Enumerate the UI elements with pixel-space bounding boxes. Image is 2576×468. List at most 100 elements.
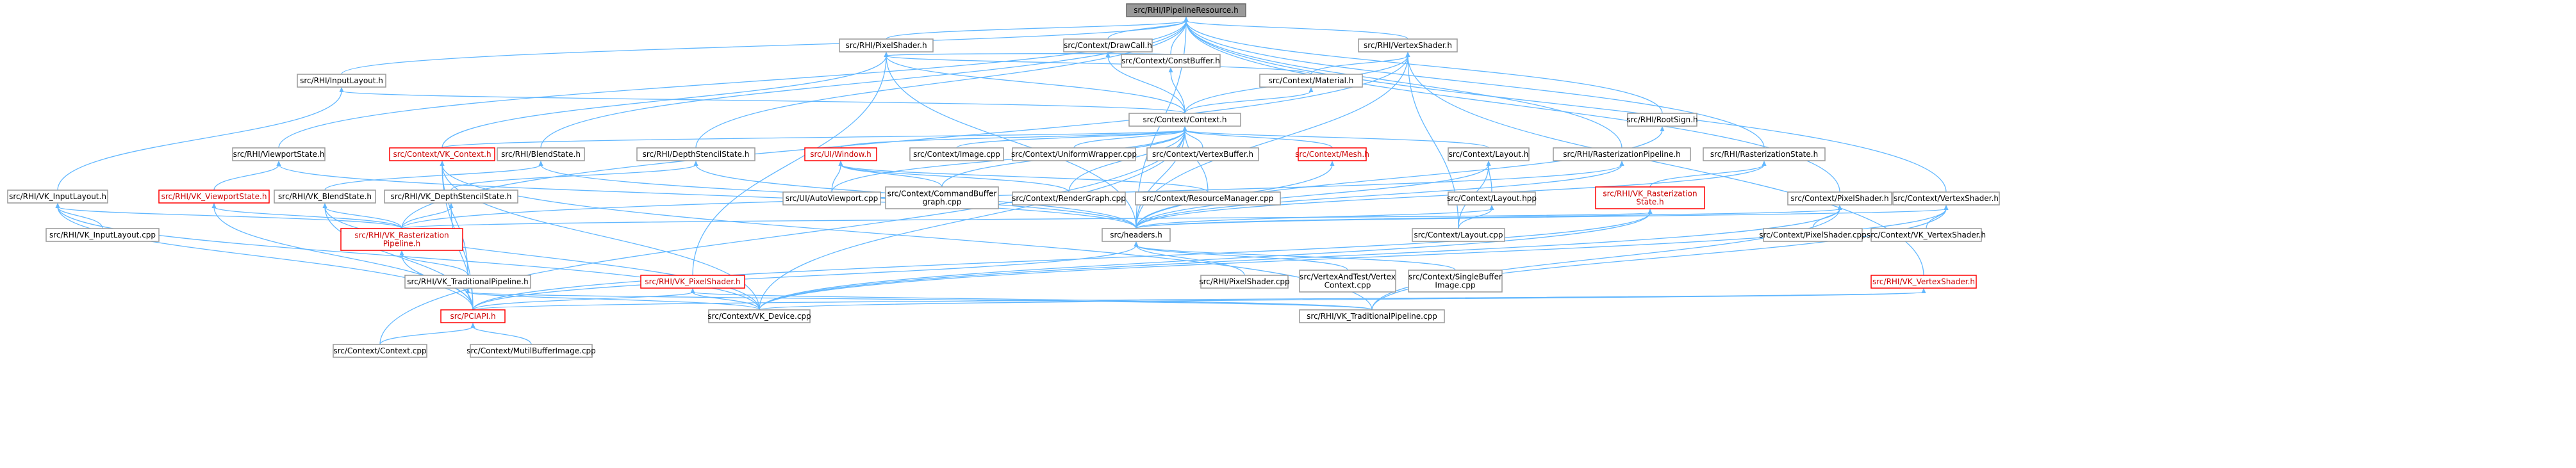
- node-box: [1553, 147, 1691, 161]
- node-box: [1200, 275, 1289, 289]
- node-src-context-material-h[interactable]: src/Context/Material.h: [1259, 74, 1363, 88]
- node-label: src/Context/Layout.cpp: [1414, 230, 1503, 239]
- node-src-context-context-h[interactable]: src/Context/Context.h: [1128, 113, 1241, 127]
- node-src-rhi-vk-depthstencilstate-h[interactable]: src/RHI/VK_DepthStencilState.h: [384, 190, 518, 204]
- edge-n34-to-n19: [401, 164, 1622, 229]
- node-src-context-vertexshader-h[interactable]: src/Context/VertexShader.h: [1892, 191, 2000, 206]
- node-label: src/RHI/RasterizationPipeline.h: [1563, 150, 1681, 159]
- node-src-rhi-vk-rasterization-state-h[interactable]: src/RHI/VK_RasterizationState.h: [1595, 186, 1705, 209]
- node-box: [1870, 275, 1977, 289]
- edge-n45-to-n40: [472, 291, 693, 311]
- node-src-context-context-cpp[interactable]: src/Context/Context.cpp: [333, 344, 427, 358]
- edge-n48-to-n45: [379, 326, 474, 345]
- node-src-context-constbuffer-h[interactable]: src/Context/ConstBuffer.h: [1121, 54, 1221, 68]
- node-src-pciapi-h[interactable]: src/PCIAPI.h: [440, 309, 506, 323]
- node-src-rhi-rootsign-h[interactable]: src/RHI/RootSign.h: [1626, 113, 1698, 127]
- edge-n21-to-n4: [57, 90, 342, 191]
- node-src-rhi-viewportstate-h[interactable]: src/RHI/ViewportState.h: [232, 147, 326, 161]
- node-src-rhi-inputlayout-h[interactable]: src/RHI/InputLayout.h: [297, 74, 386, 88]
- node-src-rhi-vk-inputlayout-h[interactable]: src/RHI/VK_InputLayout.h: [7, 190, 108, 204]
- edge-arrowhead: [1489, 205, 1494, 210]
- node-label: graph.cpp: [923, 198, 962, 207]
- node-src-context-image-cpp[interactable]: src/Context/Image.cpp: [909, 147, 1004, 161]
- node-src-context-vk-device-cpp[interactable]: src/Context/VK_Device.cpp: [707, 309, 811, 323]
- node-src-rhi-vk-traditionalpipeline-h[interactable]: src/RHI/VK_TraditionalPipeline.h: [404, 275, 531, 289]
- edge-n35-to-n32: [1135, 208, 1947, 229]
- node-box: [1299, 309, 1445, 323]
- edge-n1-to-n0: [886, 20, 1187, 40]
- edge-n45-to-n23: [324, 206, 474, 311]
- node-box: [232, 147, 326, 161]
- node-label: src/Context/PixelShader.h: [1790, 194, 1888, 203]
- node-box: [708, 309, 811, 323]
- node-src-rhi-blendstate-h[interactable]: src/RHI/BlendState.h: [497, 147, 585, 161]
- node-box: [1787, 191, 1892, 206]
- node-src-rhi-depthstencilstate-h[interactable]: src/RHI/DepthStencilState.h: [636, 147, 755, 161]
- edge-n7-to-n5: [1170, 70, 1185, 114]
- node-src-context-rendergraph-cpp[interactable]: src/Context/RenderGraph.cpp: [1012, 191, 1126, 206]
- node-box: [333, 344, 427, 358]
- node-src-rhi-rasterizationstate-h[interactable]: src/RHI/RasterizationState.h: [1703, 147, 1826, 161]
- node-label: Pipeline.h: [383, 239, 420, 248]
- node-src-rhi-vk-pixelshader-h[interactable]: src/RHI/VK_PixelShader.h: [640, 275, 745, 289]
- node-src-context-layout-hpp[interactable]: src/Context/Layout.hpp: [1447, 191, 1537, 206]
- edge-arrowhead: [465, 288, 470, 293]
- edge-arrowhead: [693, 161, 698, 166]
- node-src-rhi-vk-viewportstate-h[interactable]: src/RHI/VK_ViewportState.h: [158, 190, 270, 204]
- node-src-context-drawcall-h[interactable]: src/Context/DrawCall.h: [1063, 38, 1153, 52]
- node-src-context-pixelshader-h[interactable]: src/Context/PixelShader.h: [1787, 191, 1892, 206]
- node-label: src/Context/Material.h: [1269, 76, 1354, 85]
- node-src-context-mutilbufferimage-cpp[interactable]: src/Context/MutilBufferImage.cpp: [466, 344, 596, 358]
- node-src-rhi-ipipelineresource-h[interactable]: src/RHI/IPipelineResource.h: [1126, 3, 1246, 17]
- node-src-context-pixelshader-cpp[interactable]: src/Context/PixelShader.cpp: [1759, 228, 1867, 242]
- node-label: src/RHI/InputLayout.h: [300, 76, 383, 85]
- node-src-context-resourcemanager-cpp[interactable]: src/Context/ResourceManager.cpp: [1135, 191, 1281, 206]
- edge-arrowhead: [399, 250, 404, 255]
- node-label: src/Context/Context.h: [1143, 115, 1226, 124]
- node-src-rhi-vk-rasterization-pipeline-h[interactable]: src/RHI/VK_RasterizationPipeline.h: [340, 228, 463, 251]
- node-src-ui-window-h[interactable]: src/UI/Window.h: [804, 147, 877, 161]
- edge-n34-to-n22: [213, 206, 402, 229]
- edge-n35-to-n7: [1135, 129, 1185, 229]
- node-label: src/RHI/IPipelineResource.h: [1134, 6, 1238, 15]
- node-src-rhi-vk-vertexshader-h[interactable]: src/RHI/VK_VertexShader.h: [1870, 275, 1977, 289]
- node-label: src/RHI/VK_InputLayout.cpp: [49, 230, 156, 239]
- node-label: src/RHI/VK_ViewportState.h: [161, 192, 267, 201]
- node-src-context-vk-vertexshader-h[interactable]: src/Context/VK_VertexShader.h: [1867, 228, 1986, 242]
- edge-arrowhead: [1134, 241, 1139, 246]
- node-src-context-vertexbuffer-h[interactable]: src/Context/VertexBuffer.h: [1146, 147, 1259, 161]
- edge-arrowhead: [440, 161, 445, 166]
- node-box: [1012, 191, 1126, 206]
- edge-arrowhead: [1486, 161, 1491, 166]
- node-src-rhi-rasterizationpipeline-h[interactable]: src/RHI/RasterizationPipeline.h: [1553, 147, 1691, 161]
- edge-n46-to-n21: [57, 206, 760, 311]
- node-box: [1892, 191, 2000, 206]
- node-src-ui-autoviewport-cpp[interactable]: src/UI/AutoViewport.cpp: [782, 191, 881, 206]
- node-src-headers-h[interactable]: src/headers.h: [1102, 228, 1171, 242]
- node-src-rhi-vk-inputlayout-cpp[interactable]: src/RHI/VK_InputLayout.cpp: [45, 228, 160, 242]
- node-src-rhi-vk-traditionalpipeline-cpp[interactable]: src/RHI/VK_TraditionalPipeline.cpp: [1299, 309, 1445, 323]
- node-src-context-mesh-h[interactable]: src/Context/Mesh.h: [1295, 147, 1369, 161]
- node-box: [1259, 74, 1363, 88]
- node-box: [782, 191, 881, 206]
- node-box: [1298, 147, 1367, 161]
- node-label: src/RHI/VK_PixelShader.h: [645, 277, 740, 286]
- node-src-rhi-vertexshader-h[interactable]: src/RHI/VertexShader.h: [1358, 38, 1458, 52]
- edge-n15-to-n7: [1073, 129, 1185, 149]
- node-src-rhi-pixelshader-cpp[interactable]: src/RHI/PixelShader.cpp: [1199, 275, 1290, 289]
- edge-arrowhead: [1184, 17, 1189, 22]
- node-src-context-layout-h[interactable]: src/Context/Layout.h: [1448, 147, 1530, 161]
- node-src-context-uniformwrapper-cpp[interactable]: src/Context/UniformWrapper.cpp: [1011, 147, 1137, 161]
- node-src-rhi-pixelshader-h[interactable]: src/RHI/PixelShader.h: [839, 38, 934, 52]
- edge-n24-to-n12: [450, 164, 697, 191]
- edge-arrowhead: [470, 323, 475, 328]
- node-src-rhi-vk-blendstate-h[interactable]: src/RHI/VK_BlendState.h: [274, 190, 376, 204]
- node-src-context-vk-context-h[interactable]: src/Context/VK_Context.h: [389, 147, 495, 161]
- edge-n35-to-n18: [1135, 164, 1489, 229]
- node-label: src/RHI/VK_TraditionalPipeline.cpp: [1307, 312, 1437, 321]
- edge-n18-to-n7: [1184, 129, 1489, 149]
- node-src-context-layout-cpp[interactable]: src/Context/Layout.cpp: [1412, 228, 1505, 242]
